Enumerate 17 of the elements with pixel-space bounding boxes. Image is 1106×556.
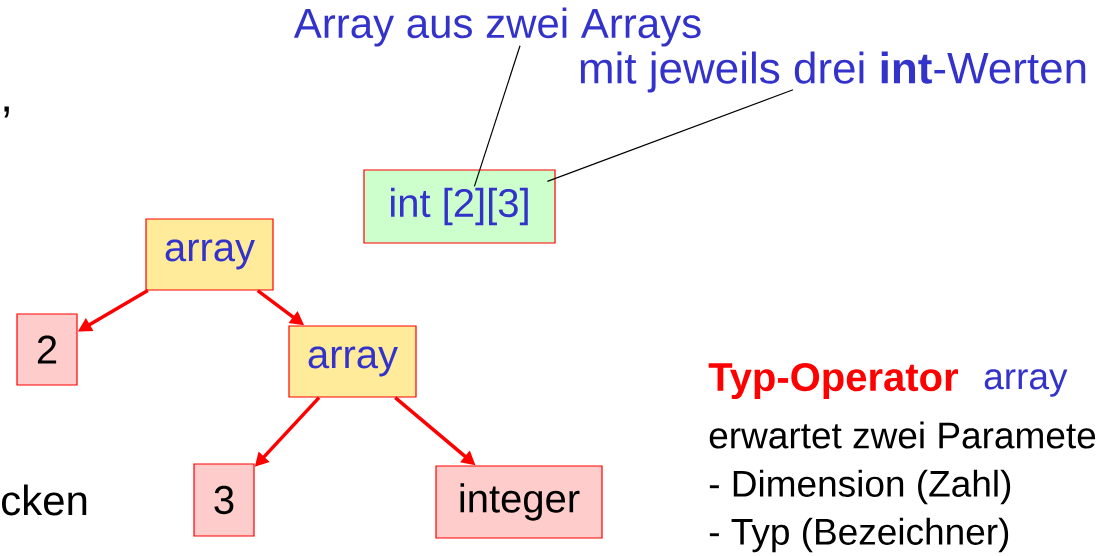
leaf-box: integer [435, 465, 603, 539]
operator-box: array [288, 325, 417, 398]
leaf-box: 2 [16, 313, 78, 386]
type-box: int [2][3] [363, 169, 556, 244]
text-fragment: cken [2, 484, 87, 516]
operator-box: array [145, 218, 274, 291]
annotation-text: Array aus zwei Arrays [293, 7, 701, 47]
heading-text: Typ-Operator [708, 362, 958, 400]
list-item: - Dimension (Zahl) [709, 469, 1011, 505]
keyword-text: array [984, 369, 1068, 397]
leaf-box: 3 [193, 463, 255, 537]
annotation-text: mit jeweils drei int-Werten [580, 51, 1086, 93]
list-item: - Typ (Bezeichner) [709, 517, 1009, 553]
leader-line [473, 45, 521, 187]
leader-line [546, 89, 794, 182]
punctuation-text: , [4, 106, 9, 118]
description-text: erwartet zwei Paramete [709, 421, 1096, 449]
